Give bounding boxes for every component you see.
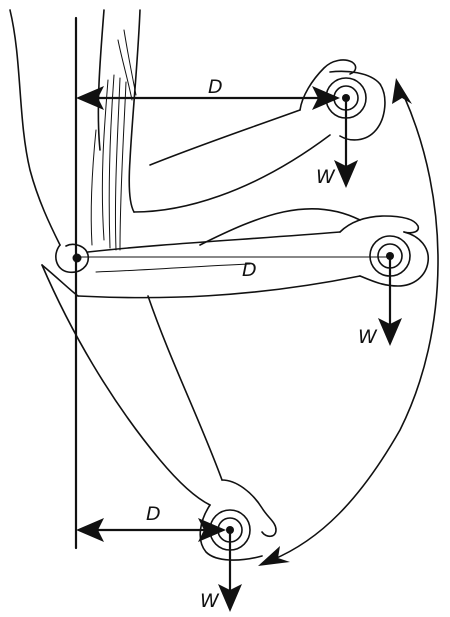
rotation-arrowhead-top	[392, 78, 412, 104]
distance-arrow-bottom	[76, 518, 226, 542]
elbow-joint	[41, 243, 90, 297]
label-weight-top: W	[316, 166, 336, 188]
label-weight-bottom: W	[200, 590, 220, 612]
weight-arrow-middle	[378, 256, 402, 346]
hand-top-center-dot	[342, 94, 350, 102]
weight-arrow-bottom	[218, 530, 242, 612]
elbow-pivot-dot	[72, 253, 82, 263]
rotation-arc-arrow	[258, 78, 439, 566]
hand-middle-center-dot	[386, 252, 394, 260]
label-distance-top: D	[208, 76, 223, 98]
distance-arrow-top	[76, 86, 340, 110]
label-distance-middle: D	[242, 259, 257, 281]
label-weight-middle: W	[358, 326, 378, 348]
hand-bottom-center-dot	[226, 526, 234, 534]
forearm-flexed	[133, 59, 386, 213]
label-distance-bottom: D	[146, 503, 161, 525]
forearm-horizontal	[77, 207, 429, 299]
weight-arrow-top	[334, 98, 358, 188]
rotation-arrowhead-bottom	[258, 546, 290, 566]
